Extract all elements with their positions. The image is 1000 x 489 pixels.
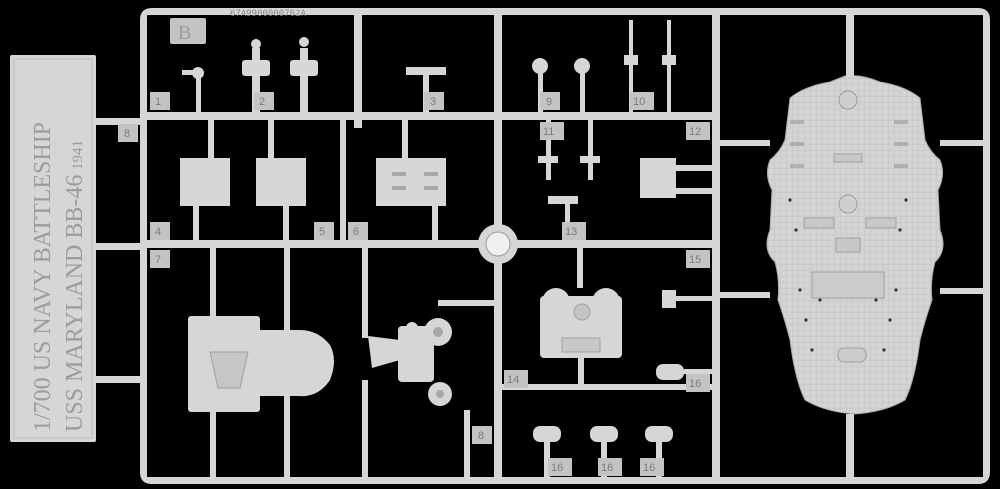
label-16-d: 16 xyxy=(640,458,664,476)
part-12 xyxy=(640,158,712,198)
label-12: 12 xyxy=(686,122,710,140)
label-5: 5 xyxy=(314,222,334,240)
part-6-block xyxy=(376,120,446,240)
part-number: 16 xyxy=(551,462,563,474)
part-number: 16 xyxy=(601,462,613,474)
part-number: 5 xyxy=(319,226,325,238)
part-10-pair xyxy=(624,20,676,112)
part-8-superstructure xyxy=(362,248,496,484)
label-8-bottom: 8 xyxy=(472,426,492,444)
label-4: 4 xyxy=(150,222,170,240)
part-number: 13 xyxy=(565,226,577,238)
part-number-labels: 1 2 3 9 10 8 11 12 4 5 6 13 7 15 14 16 8… xyxy=(118,92,710,476)
part-1 xyxy=(182,67,204,112)
tag-line-2: USS MARYLAND BB-46 xyxy=(62,175,88,432)
label-1: 1 xyxy=(150,92,170,110)
part-number: 1 xyxy=(155,96,161,108)
label-6: 6 xyxy=(348,222,368,240)
label-16-c: 16 xyxy=(598,458,622,476)
label-16-a: 16 xyxy=(686,374,710,392)
label-13: 13 xyxy=(562,222,586,240)
label-11: 11 xyxy=(540,122,564,140)
part-number: 4 xyxy=(155,226,161,238)
label-10: 10 xyxy=(630,92,654,110)
label-14: 14 xyxy=(504,370,528,388)
center-gate xyxy=(478,224,518,264)
part-number: 12 xyxy=(689,126,701,138)
part-number: 16 xyxy=(689,378,701,390)
part-number: 9 xyxy=(546,96,552,108)
label-16-b: 16 xyxy=(548,458,572,476)
part-2-pair xyxy=(242,37,318,112)
label-2: 2 xyxy=(254,92,274,110)
tag-year: 1941 xyxy=(70,140,86,170)
part-number: 11 xyxy=(543,126,554,138)
part-number: 10 xyxy=(633,96,645,108)
part-number: 8 xyxy=(478,430,484,442)
label-15: 15 xyxy=(686,250,710,268)
part-4-5-blocks xyxy=(180,120,306,240)
part-number: 8 xyxy=(124,128,130,140)
part-11-pair xyxy=(538,120,600,180)
part-number: 15 xyxy=(689,254,701,266)
label-8-top: 8 xyxy=(118,124,138,142)
part-14-15-deckhouse xyxy=(540,248,712,384)
label-7: 7 xyxy=(150,250,170,268)
label-3: 3 xyxy=(424,92,444,110)
sprue-name-tag: 1/700 US NAVY BATTLESHIP USS MARYLAND BB… xyxy=(10,55,96,442)
deck-part xyxy=(766,15,944,484)
part-7-bridge xyxy=(188,248,334,484)
part-number: 14 xyxy=(507,374,519,386)
sprue-code: 67A9900000762A xyxy=(230,9,306,19)
part-number: 3 xyxy=(430,96,436,108)
part-number: 16 xyxy=(643,462,655,474)
tag-line-1: 1/700 US NAVY BATTLESHIP xyxy=(30,122,56,432)
label-9: 9 xyxy=(540,92,560,110)
sprue-letter: B xyxy=(178,22,191,44)
sprue-letter-box xyxy=(170,18,206,44)
part-number: 2 xyxy=(259,96,265,108)
part-number: 6 xyxy=(353,226,359,238)
part-number: 7 xyxy=(155,254,161,266)
